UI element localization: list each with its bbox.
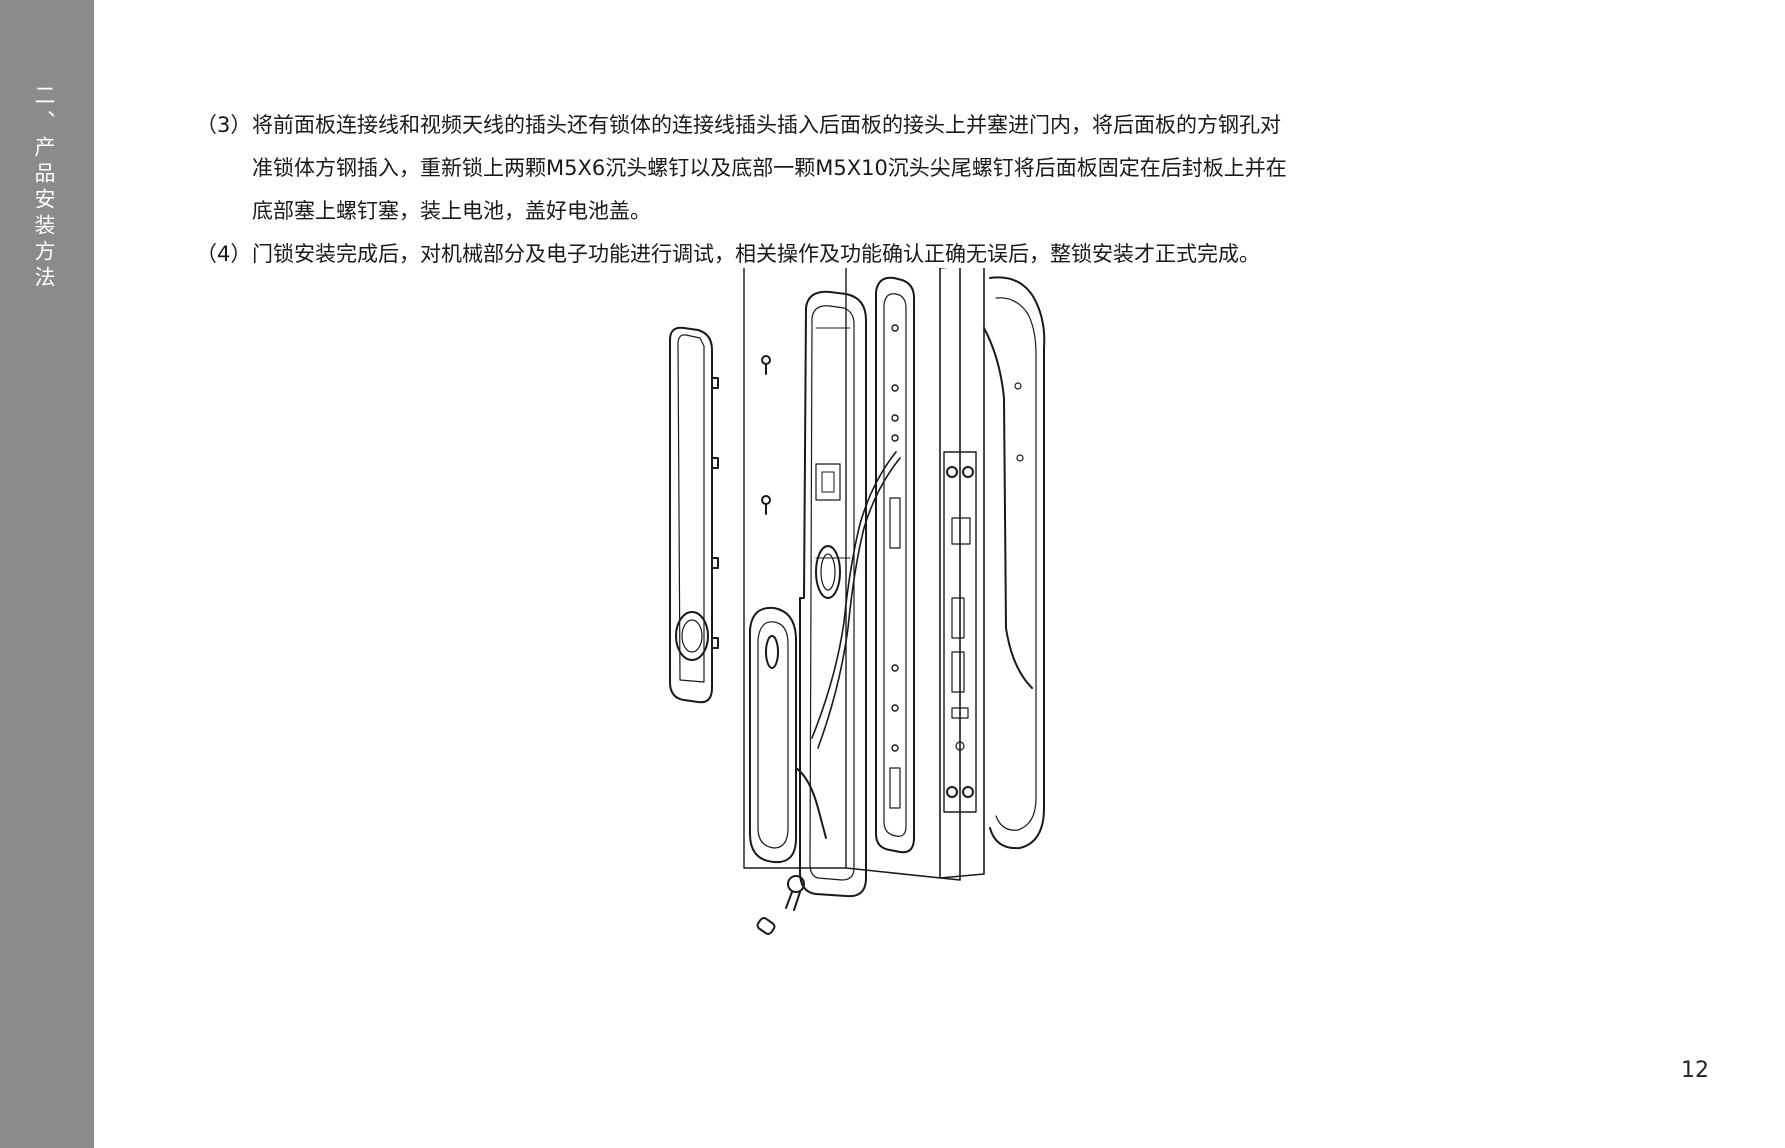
screw-icon bbox=[761, 495, 771, 515]
step-4: （4） 门锁安装完成后，对机械部分及电子功能进行调试，相关操作及功能确认正确无误… bbox=[196, 233, 1556, 276]
front-panel bbox=[983, 276, 1046, 850]
battery-cover bbox=[669, 326, 719, 704]
step-text-line: 准锁体方钢插入，重新锁上两颗M5X6沉头螺钉以及底部一颗M5X10沉头尖尾螺钉将… bbox=[252, 156, 1287, 180]
step-text: 门锁安装完成后，对机械部分及电子功能进行调试，相关操作及功能确认正确无误后，整锁… bbox=[252, 233, 1556, 276]
step-text-line: 底部塞上螺钉塞，装上电池，盖好电池盖。 bbox=[252, 199, 651, 223]
screw-m5x10-icon bbox=[785, 875, 805, 911]
step-text-line: 门锁安装完成后，对机械部分及电子功能进行调试，相关操作及功能确认正确无误后，整锁… bbox=[252, 242, 1260, 266]
instructions: （3） 将前面板连接线和视频天线的插头还有锁体的连接线插头插入后面板的接头上并塞… bbox=[196, 104, 1556, 276]
lock-body bbox=[875, 276, 915, 854]
section-title: 二、产品安装方法 bbox=[32, 84, 56, 292]
door bbox=[743, 268, 961, 881]
lock-assembly-diagram bbox=[640, 268, 1110, 1038]
step-text: 将前面板连接线和视频天线的插头还有锁体的连接线插头插入后面板的接头上并塞进门内，… bbox=[252, 104, 1556, 233]
sidebar: 二、产品安装方法 bbox=[0, 0, 94, 1148]
screw-plug-icon bbox=[756, 917, 776, 935]
step-3: （3） 将前面板连接线和视频天线的插头还有锁体的连接线插头插入后面板的接头上并塞… bbox=[196, 104, 1556, 233]
step-number: （3） bbox=[196, 113, 252, 137]
step-text-line: 将前面板连接线和视频天线的插头还有锁体的连接线插头插入后面板的接头上并塞进门内，… bbox=[252, 113, 1281, 137]
rear-panel bbox=[799, 290, 867, 898]
faceplate bbox=[939, 268, 985, 879]
step-number: （4） bbox=[196, 242, 252, 266]
page-number: 12 bbox=[1681, 1058, 1709, 1083]
screw-icon bbox=[761, 355, 771, 375]
rear-handle bbox=[749, 606, 827, 864]
cable bbox=[817, 457, 901, 749]
